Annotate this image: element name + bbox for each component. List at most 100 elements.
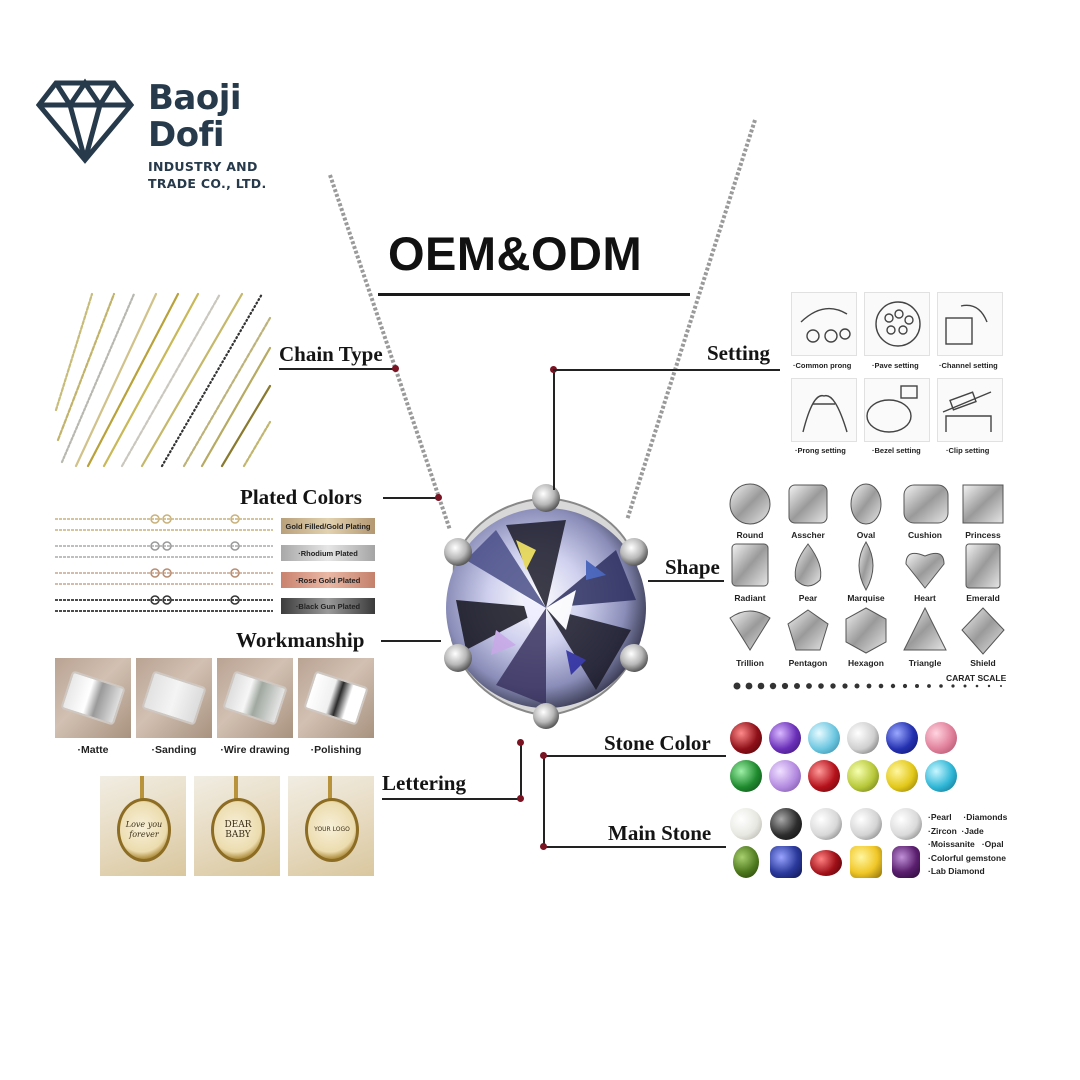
main-stone-amethyst [892,846,920,878]
label-chain-type: Chain Type [279,342,383,366]
shape-leader-line [648,580,724,582]
setting-caption-channel: ·Channel setting [939,361,998,370]
shape-caption-shield: Shield [970,658,996,668]
workmanship-matte-image [55,658,131,738]
main-stone-leader-line [544,846,726,848]
setting-leader-line [553,369,780,371]
main-stone-jade [733,846,759,878]
setting-caption-pave: ·Pave setting [872,361,919,370]
setting-caption-clip: ·Clip setting [946,446,990,455]
diamond-pendant-image [436,480,656,730]
setting-common-prong-image [791,292,857,356]
shape-caption-asscher: Asscher [791,530,825,540]
setting-prong-image [791,378,857,442]
lettering-sample-your-logo: YOUR LOGO [288,776,374,876]
plated-chain-black [55,595,273,612]
stone-color-sapphire [886,722,918,754]
stone-color-citrine [886,760,918,792]
shape-caption-trillion: Trillion [736,658,764,668]
diamond-logo-icon [36,78,134,164]
brand-name-line1: Baoji [148,78,242,118]
stone-color-ruby [730,722,762,754]
workmanship-wire-drawing-image [217,658,293,738]
setting-channel-image [937,292,1003,356]
shape-caption-hexagon: Hexagon [848,658,884,668]
shape-caption-emerald: Emerald [966,593,1000,603]
chain-type-image [52,290,274,468]
stone-color-emerald [730,760,762,792]
main-stone-yellow [850,846,882,878]
shape-caption-heart: Heart [914,593,936,603]
label-shape: Shape [665,555,720,579]
engraved-text: DEAR BABY [211,798,265,862]
brand-subtitle-line2: TRADE CO., LTD. [148,176,267,191]
main-stone-connector-dot [540,843,547,850]
carat-scale-dots [733,682,1002,690]
stone-color-connector-dot [540,752,547,759]
workmanship-caption-wire-drawing: ·Wire drawing [220,744,290,756]
shape-caption-cushion: Cushion [908,530,942,540]
shape-caption-pear: Pear [798,593,818,603]
stone-color-topaz [925,760,957,792]
stone-color-swatches [730,722,960,802]
label-lettering: Lettering [382,771,466,795]
stone-color-aquamarine [808,722,840,754]
workmanship-caption-polishing: ·Polishing [310,744,362,756]
label-workmanship: Workmanship [236,628,365,652]
stone-color-amethyst [769,722,801,754]
label-plated-colors: Plated Colors [240,485,362,509]
main-stone-pearl-white [730,808,762,840]
lettering-vertical-line [520,742,522,799]
stone-color-leader-line [544,755,726,757]
label-setting: Setting [707,341,770,365]
engraved-text: Love you forever [117,798,171,862]
main-stone-pearl-black [770,808,802,840]
chain-type-connector-dot [392,365,399,372]
stone-color-clear [847,722,879,754]
brand-name-line2: Dofi [148,115,225,155]
main-stone-zircon [850,808,882,840]
page-title: OEM&ODM [388,227,643,280]
setting-sketches [800,301,992,433]
plated-chain-rose-gold [55,568,273,585]
plated-chain-gold [55,514,273,531]
brand-subtitle-line1: INDUSTRY AND [148,159,258,174]
shape-caption-triangle: Triangle [908,658,942,668]
title-underline [378,293,690,296]
stone-color-lavender [769,760,801,792]
main-stone-sapphire [770,846,802,878]
shape-gem-grid [729,483,1005,655]
shape-caption-round: Round [736,530,764,540]
lettering-connector-dot [517,795,524,802]
shape-caption-pentagon: Pentagon [788,658,828,668]
plated-tag-gold: Gold Filled/Gold Plating [281,518,375,534]
plated-chain-rhodium [55,541,273,558]
engraved-text: YOUR LOGO [305,798,359,862]
setting-caption-prong: ·Prong setting [795,446,846,455]
chain-type-leader-line [279,368,396,370]
setting-vertical-line [553,370,555,490]
setting-caption-common-prong: ·Common prong [793,361,852,370]
stone-vertical-line [543,755,545,848]
main-stone-swatches [730,808,925,880]
brand-name: Baoji Dofi [148,78,242,155]
main-stone-moissanite [890,808,922,840]
shape-caption-princess: Princess [965,530,1001,540]
main-stone-legend: ·Pearl ·Diamonds ·Zircon ·Jade ·Moissani… [928,812,1008,876]
label-main-stone: Main Stone [608,821,712,845]
plated-tag-rhodium: ·Rhodium Plated [281,545,375,561]
plated-tag-black: ·Black Gun Plated [281,598,375,614]
shape-caption-oval: Oval [856,530,876,540]
main-stone-diamond [810,808,842,840]
lettering-bail-dot [517,739,524,746]
shape-caption-radiant: Radiant [734,593,766,603]
lettering-sample-love-you-forever: Love you forever [100,776,186,876]
stone-color-peridot [847,760,879,792]
workmanship-sanding-image [136,658,212,738]
carat-scale-label: CARAT SCALE [946,673,1007,683]
setting-caption-bezel: ·Bezel setting [872,446,921,455]
workmanship-polishing-image [298,658,374,738]
plated-colors-leader-line [383,497,439,499]
lettering-sample-dear-baby: DEAR BABY [194,776,280,876]
